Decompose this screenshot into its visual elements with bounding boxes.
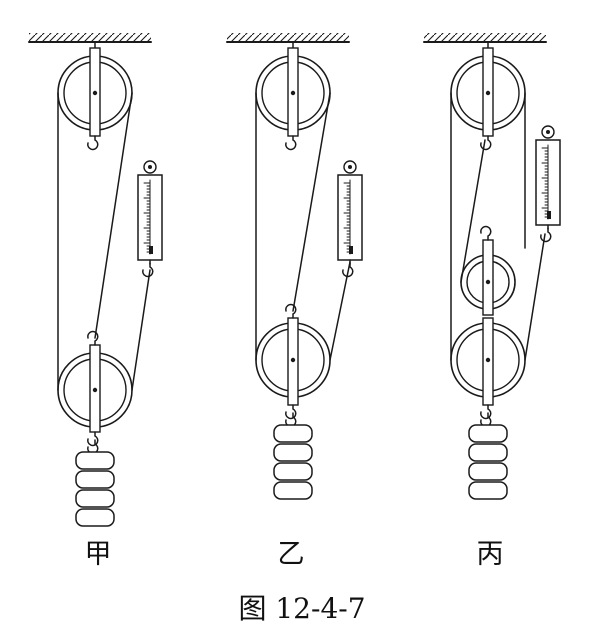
hook (480, 225, 492, 241)
ceiling (423, 33, 547, 43)
setup-a (28, 33, 163, 527)
hook (342, 262, 354, 278)
weight-stack (468, 412, 508, 500)
fixed-pulley-a (57, 47, 133, 137)
movable-pulley-a (57, 344, 133, 433)
large-movable-pulley-c (450, 317, 526, 406)
pulley-axle (92, 387, 98, 393)
weight-stack (273, 412, 313, 500)
weight-block (273, 481, 313, 500)
ceiling-hatch (227, 33, 349, 42)
scale-ring-center (348, 165, 352, 169)
pulley-axle (290, 90, 296, 96)
pulley-axle (485, 279, 491, 285)
scale-ring-center (148, 165, 152, 169)
hook (480, 135, 492, 151)
scale-pointer (547, 211, 551, 219)
ceiling (226, 33, 350, 43)
weight-block (468, 443, 508, 462)
weight-block (468, 424, 508, 443)
rope-a-diag (94, 92, 133, 339)
weight-block (468, 481, 508, 500)
pulley-axle (92, 90, 98, 96)
movable-pulley-b (255, 317, 331, 406)
weight-block (75, 470, 115, 489)
fixed-pulley-b (255, 47, 331, 137)
rope-b-right (329, 261, 351, 361)
rope-c-right (524, 233, 546, 361)
hook (87, 135, 99, 151)
weight-stack (75, 439, 115, 527)
ceiling-hatch (424, 33, 546, 42)
pulley-axle (290, 357, 296, 363)
spring-scale (535, 125, 561, 243)
hook (142, 262, 154, 278)
weight-block (468, 462, 508, 481)
rope-b-diag (292, 92, 331, 312)
hook (87, 431, 99, 447)
spring-scale (137, 160, 163, 278)
fixed-pulley-c (450, 47, 526, 137)
small-movable-pulley-c (460, 239, 516, 316)
pulley-axle (485, 357, 491, 363)
weight-block (273, 424, 313, 443)
spring-scale (337, 160, 363, 278)
hook (285, 404, 297, 420)
ceiling (28, 33, 152, 43)
weight-block (273, 462, 313, 481)
setup-b (226, 33, 363, 500)
pulley-axle (485, 90, 491, 96)
scale-pointer (149, 246, 153, 254)
weight-block (273, 443, 313, 462)
scale-ring-center (546, 130, 550, 134)
rope-a-right (131, 269, 151, 391)
hook (540, 227, 552, 243)
rope-c-inner (460, 139, 486, 283)
label-setup-a: 甲 (85, 539, 112, 570)
label-setup-c: 丙 (477, 539, 504, 570)
weight-block (75, 508, 115, 527)
hook (480, 404, 492, 420)
label-setup-b: 乙 (278, 539, 305, 570)
weight-block (75, 489, 115, 508)
pulley-frame (482, 239, 494, 316)
hook (285, 135, 297, 151)
scale-pointer (349, 246, 353, 254)
figure-caption: 图 12-4-7 (238, 592, 365, 625)
weight-block (75, 451, 115, 470)
ceiling-hatch (29, 33, 151, 42)
setup-c (423, 33, 561, 500)
